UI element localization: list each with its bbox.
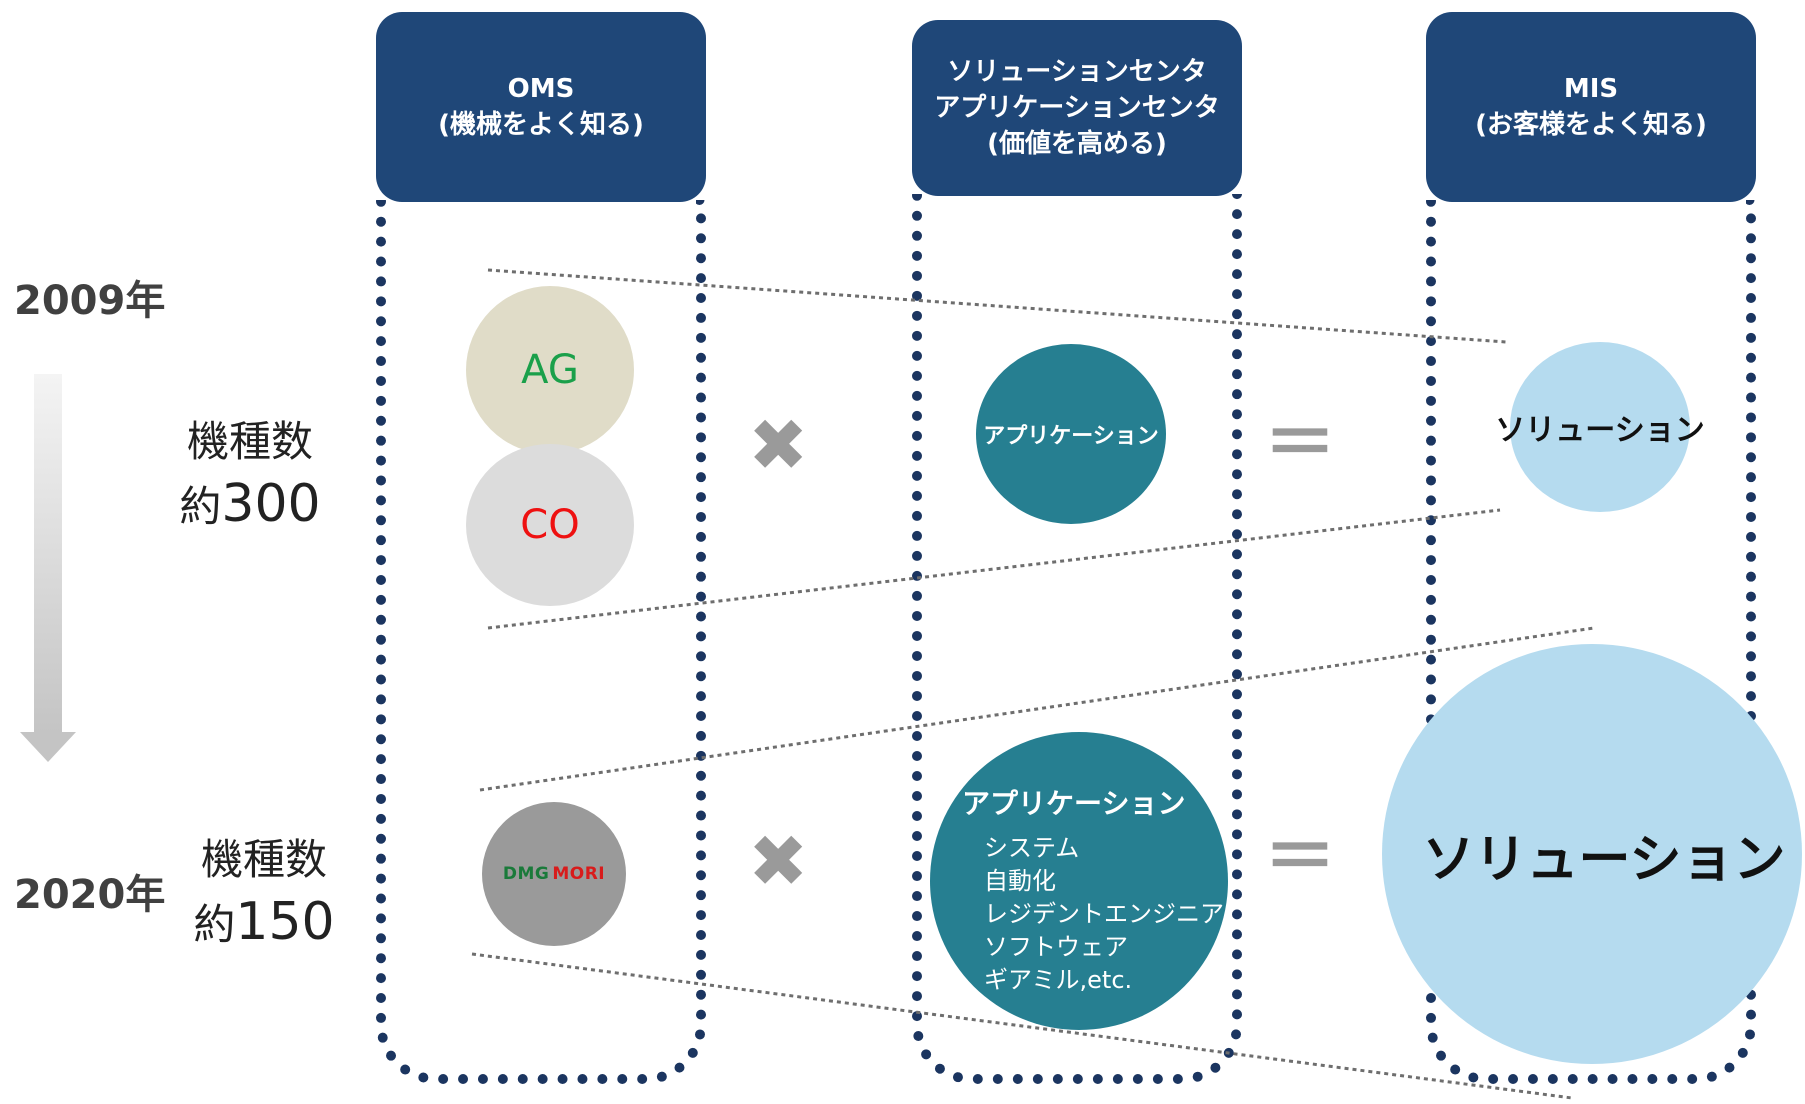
application-label-2009: アプリケーション (983, 424, 1159, 449)
application-item-resident-engineer: レジデントエンジニア (984, 900, 1224, 928)
model-count-2020-label: 機種数 (200, 835, 327, 884)
application-circle-2009: アプリケーション (976, 344, 1166, 524)
application-label-2020: アプリケーション (962, 787, 1186, 820)
year-2020: 2020年 (14, 872, 166, 918)
application-item-software: ソフトウェア (984, 933, 1128, 961)
model-count-2020-prefix: 約 (193, 900, 236, 949)
column-header-solution-center-line3: (価値を高める) (987, 129, 1167, 159)
column-header-solution-center: ソリューションセンタ アプリケーションセンタ (価値を高める) (912, 20, 1242, 196)
brand-co-label: CO (520, 502, 580, 548)
times-icon: ✖ (748, 403, 809, 487)
application-item-gearmill: ギアミル,etc. (984, 966, 1133, 994)
column-header-mis-line2: (お客様をよく知る) (1475, 110, 1707, 140)
column-header-oms: OMS (機械をよく知る) (376, 12, 706, 202)
year-2009: 2009年 (14, 278, 166, 324)
column-header-solution-center-line1: ソリューションセンタ (947, 57, 1207, 87)
application-circle-2020: アプリケーション システム 自動化 レジデントエンジニア ソフトウェア ギアミル… (930, 732, 1228, 1030)
times-icon: ✖ (748, 819, 809, 903)
solution-label-2009: ソリューション (1495, 413, 1705, 448)
application-item-system: システム (984, 834, 1080, 862)
column-header-oms-line2: (機械をよく知る) (438, 110, 644, 140)
application-items-2020: システム 自動化 レジデントエンジニア ソフトウェア ギアミル,etc. (984, 832, 1224, 997)
column-header-mis-line1: MIS (1563, 74, 1619, 104)
solution-circle-2009: ソリューション (1495, 342, 1705, 512)
model-count-2009-number: 300 (221, 474, 321, 534)
solution-label-2020: ソリューション (1422, 829, 1786, 890)
column-header-solution-center-line2: アプリケーションセンタ (934, 93, 1220, 123)
model-count-2009: 機種数 約300 (150, 416, 350, 533)
equals-icon: ＝ (1264, 401, 1337, 485)
model-count-2009-value: 約300 (150, 478, 350, 533)
solution-circle-2020: ソリューション (1382, 644, 1802, 1064)
application-item-automation: 自動化 (984, 867, 1056, 895)
model-count-2020: 機種数 約150 (164, 834, 364, 951)
brand-co-circle: CO (466, 444, 634, 606)
dmg-mori-logo-part2: MORI (552, 864, 606, 884)
down-arrow-icon (18, 374, 78, 768)
equals-icon: ＝ (1264, 815, 1337, 899)
brand-ag-label: AG (521, 347, 579, 393)
dmg-mori-logo-part1: DMG (502, 864, 550, 884)
column-header-oms-line1: OMS (507, 74, 575, 104)
column-header-mis: MIS (お客様をよく知る) (1426, 12, 1756, 202)
model-count-2009-prefix: 約 (179, 482, 222, 531)
model-count-2020-value: 約150 (164, 896, 364, 951)
model-count-2009-label: 機種数 (186, 417, 313, 466)
brand-ag-circle: AG (466, 286, 634, 454)
model-count-2020-number: 150 (235, 892, 335, 952)
